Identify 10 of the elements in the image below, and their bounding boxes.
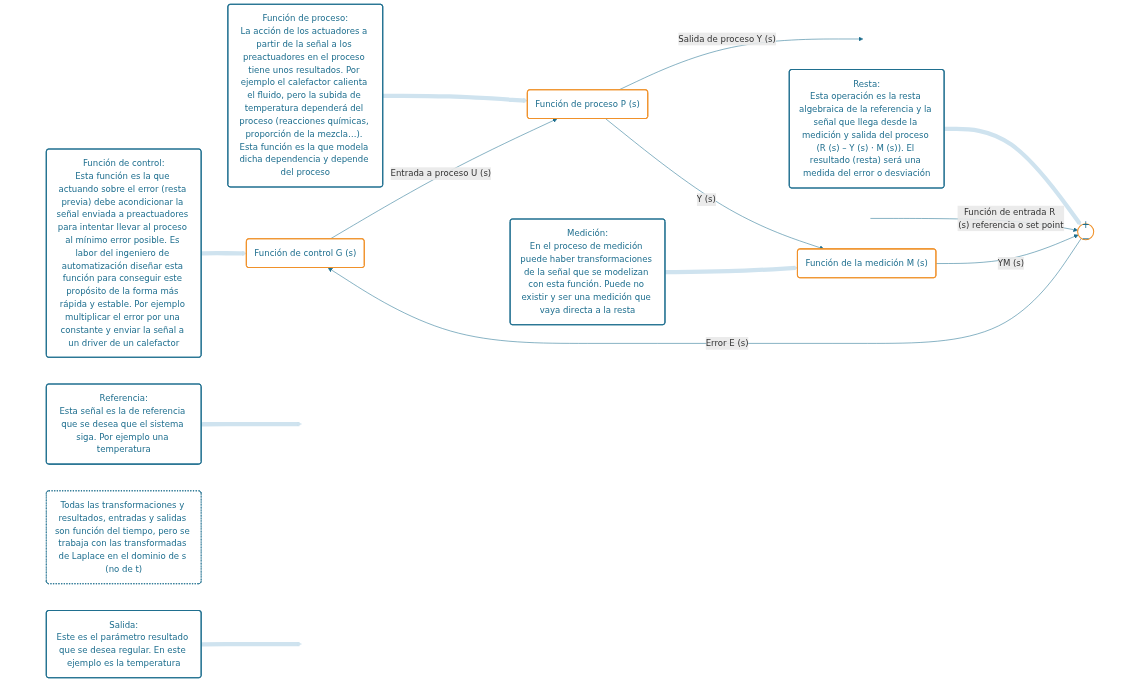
edge-label: Y (s) bbox=[696, 194, 716, 205]
edge-label: Salida de proceso Y (s) bbox=[677, 33, 776, 44]
edge-label: YM (s) bbox=[997, 257, 1024, 269]
edge-label: Entrada a proceso U (s) bbox=[390, 168, 491, 179]
edge-label: Error E (s) bbox=[705, 338, 748, 349]
edge-label: Función de entrada R (s) referencia o set point bbox=[957, 206, 1063, 230]
arrow bbox=[200, 641, 302, 647]
arrow bbox=[943, 126, 1081, 226]
node-circle: + − bbox=[1076, 223, 1094, 241]
arrow bbox=[200, 421, 302, 427]
